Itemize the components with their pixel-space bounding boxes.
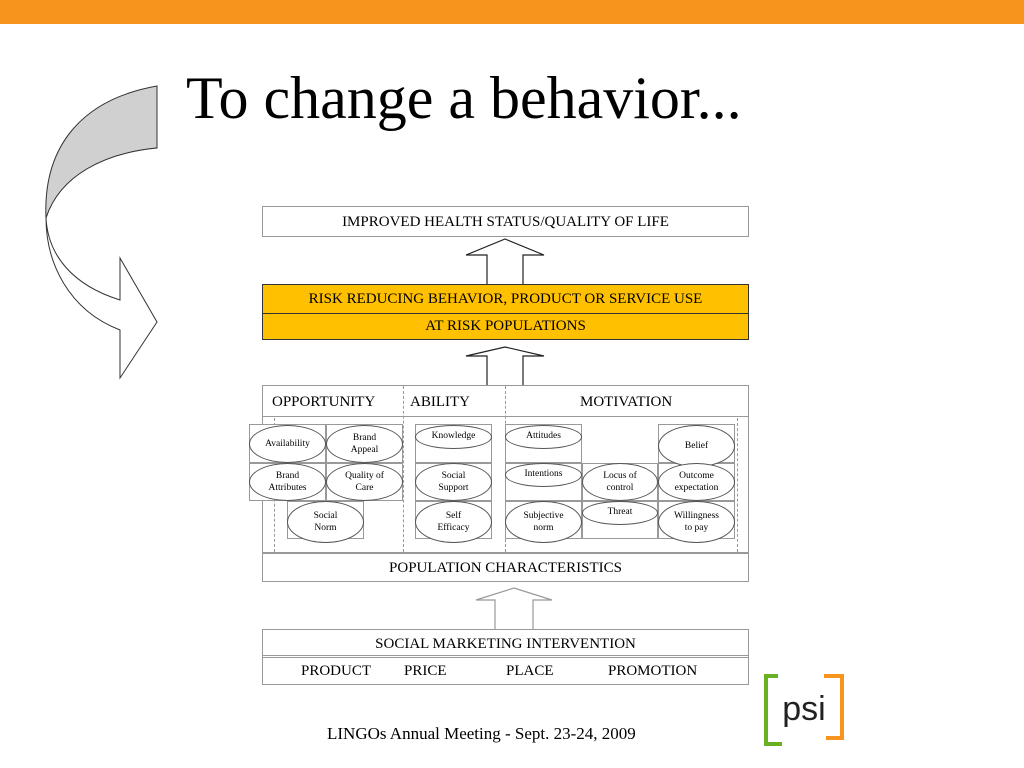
up-arrow-icon	[475, 587, 553, 630]
promotion-label: PROMOTION	[608, 663, 698, 679]
brand-appeal-oval: Brand Appeal	[326, 425, 403, 463]
knowledge-oval: Knowledge	[415, 425, 492, 449]
locus-of-control-oval: Locus of control	[582, 463, 658, 501]
populations-label: AT RISK POPULATIONS	[425, 318, 586, 334]
opportunity-header: OPPORTUNITY	[272, 394, 376, 410]
intentions-oval: Intentions	[505, 463, 582, 487]
slide-title: To change a behavior...	[186, 65, 742, 131]
outcome-expectation-oval: Outcome expectation	[658, 463, 735, 501]
threat-oval: Threat	[582, 501, 658, 525]
up-arrow-icon	[465, 238, 545, 284]
subjective-norm-oval: Subjective norm	[505, 501, 582, 543]
motivation-header: MOTIVATION	[580, 394, 673, 410]
populations-box: AT RISK POPULATIONS	[262, 313, 749, 340]
divider-opportunity-ability	[403, 386, 404, 552]
self-efficacy-oval: Self Efficacy	[415, 501, 492, 543]
psi-logo: psi	[764, 672, 846, 746]
outcome-box: IMPROVED HEALTH STATUS/QUALITY OF LIFE	[262, 206, 749, 237]
brand-attributes-oval: Brand Attributes	[249, 463, 326, 501]
social-norm-oval: Social Norm	[287, 501, 364, 543]
psi-logo-text: psi	[782, 690, 825, 728]
footer-text: LINGOs Annual Meeting - Sept. 23-24, 200…	[327, 724, 636, 743]
price-label: PRICE	[404, 663, 447, 679]
population-characteristics-label: POPULATION CHARACTERISTICS	[389, 560, 622, 576]
intervention-divider	[262, 655, 749, 658]
up-arrow-icon	[465, 346, 545, 386]
attitudes-oval: Attitudes	[505, 425, 582, 449]
belief-oval: Belief	[658, 425, 735, 467]
willingness-to-pay-oval: Willingness to pay	[658, 501, 735, 543]
top-accent-bar	[0, 0, 1024, 24]
behavior-box: RISK REDUCING BEHAVIOR, PRODUCT OR SERVI…	[262, 284, 749, 314]
intervention-label: SOCIAL MARKETING INTERVENTION	[375, 636, 636, 652]
outcome-label: IMPROVED HEALTH STATUS/QUALITY OF LIFE	[342, 214, 669, 230]
social-support-oval: Social Support	[415, 463, 492, 501]
product-label: PRODUCT	[301, 663, 372, 679]
divider-right-inner	[737, 418, 738, 552]
population-characteristics-box: POPULATION CHARACTERISTICS	[262, 553, 749, 582]
ability-header: ABILITY	[410, 394, 470, 410]
behavior-label: RISK REDUCING BEHAVIOR, PRODUCT OR SERVI…	[308, 291, 703, 307]
place-label: PLACE	[506, 663, 554, 679]
quality-of-care-oval: Quality of Care	[326, 463, 403, 501]
availability-oval: Availability	[249, 425, 326, 463]
curved-arrow-icon	[45, 85, 158, 380]
